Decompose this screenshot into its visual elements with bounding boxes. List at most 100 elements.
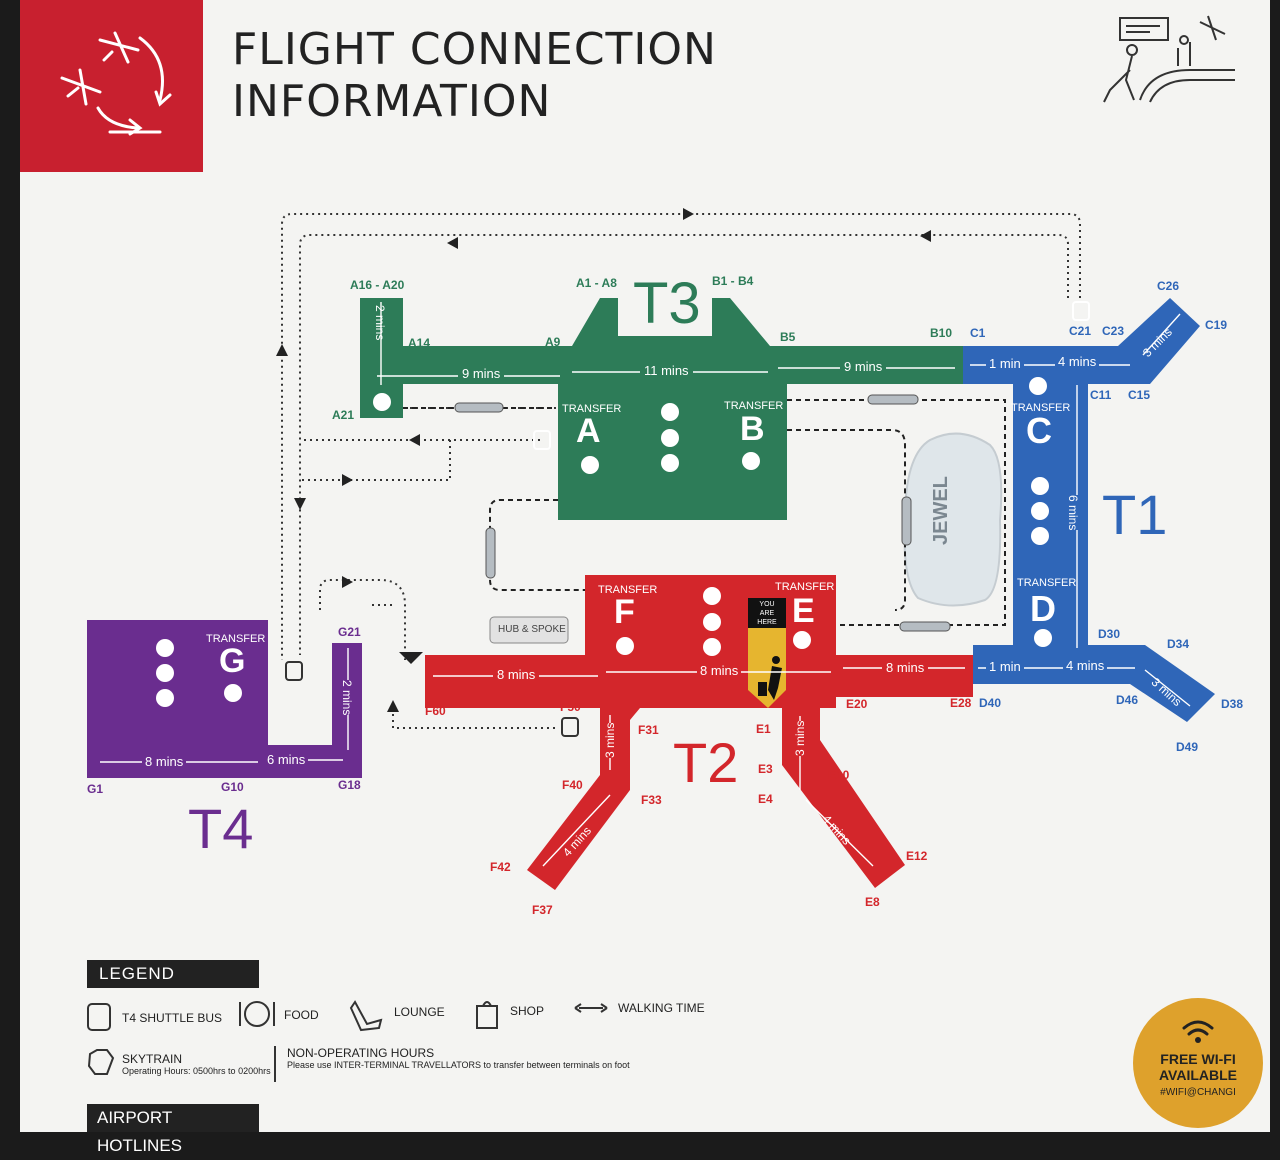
walk-time: 11 mins <box>640 363 693 378</box>
walk-time: 3 mins <box>793 720 807 756</box>
gate-label: D46 <box>1116 693 1139 707</box>
food-icon <box>244 1001 270 1027</box>
gate-label: E20 <box>846 697 868 711</box>
legend-non-operating: NON-OPERATING HOURS Please use INTER-TER… <box>287 1046 630 1070</box>
transfer-letter-g: G <box>219 642 246 680</box>
gate-label: G18 <box>338 778 361 792</box>
gate-label: F50 <box>560 700 581 714</box>
terminal-map <box>87 208 1215 890</box>
walk-time: 8 mins <box>142 754 187 769</box>
gate-label: F60 <box>425 704 446 718</box>
walk-time: 8 mins <box>697 663 742 678</box>
brand-panel <box>20 0 203 172</box>
service-icons <box>156 377 1052 707</box>
walk-time: 6 mins <box>1066 495 1080 531</box>
gate-label: A9 <box>545 335 561 349</box>
gate-label: F31 <box>638 723 659 737</box>
legend-lounge-label: LOUNGE <box>394 1005 445 1019</box>
gate-label: B5 <box>780 330 796 344</box>
gate-label: C15 <box>1128 388 1151 402</box>
walk-time: 6 mins <box>264 752 309 767</box>
gate-label: C11 <box>1090 388 1112 402</box>
transfer-label-e: TRANSFER <box>775 581 835 593</box>
shuttle-bus-icons <box>285 301 1090 737</box>
you-are-here-box <box>748 598 786 628</box>
walk-time: 8 mins <box>493 667 540 682</box>
traveller-figure <box>758 656 782 700</box>
title-line-1: FLIGHT CONNECTION <box>232 24 717 75</box>
gate-label: E8 <box>865 895 880 909</box>
transfer-label-d: TRANSFER <box>1017 577 1077 589</box>
legend-shuttle-label: T4 SHUTTLE BUS <box>122 1011 223 1025</box>
gate-label: D30 <box>1098 627 1121 641</box>
transfer-label-c: TRANSFER <box>1011 402 1071 414</box>
gate-label: A16 - A20 <box>350 278 405 292</box>
legend-icons <box>87 1000 608 1082</box>
gate-label: D38 <box>1221 697 1244 711</box>
t4-terminal <box>87 620 362 778</box>
gate-label: G10 <box>221 780 244 794</box>
wifi-line-2: AVAILABLE <box>1158 1067 1238 1083</box>
hub-spoke-label: HUB & SPOKE <box>498 624 566 635</box>
walk-time: 3 mins <box>603 722 617 758</box>
legend-non-op-note: Please use INTER-TERMINAL TRAVELLATORS t… <box>287 1060 630 1070</box>
gate-label: D49 <box>1176 740 1199 754</box>
gate-label: A1 - A8 <box>576 276 617 290</box>
walk-time: 8 mins <box>882 660 929 675</box>
legend-shop-label: SHOP <box>510 1004 545 1018</box>
gate-label: C19 <box>1205 318 1228 332</box>
t2-terminal <box>425 575 973 890</box>
transfer-letter-f: F <box>614 593 635 631</box>
walk-time: 9 mins <box>458 366 505 381</box>
traveller-arrival-icon <box>1103 15 1235 103</box>
transfer-letter-e: E <box>792 592 815 630</box>
skytrain-icon <box>87 1049 115 1075</box>
transfer-letter-b: B <box>740 410 765 448</box>
gate-label: D40 <box>979 696 1002 710</box>
gate-label: C21 <box>1069 324 1092 338</box>
legend-skytrain: SKYTRAIN Operating Hours: 0500hrs to 020… <box>122 1052 271 1076</box>
shop-icon <box>476 1001 498 1029</box>
walk-time: 2 mins <box>340 680 354 716</box>
walk-time: 4 mins <box>1063 658 1108 673</box>
gate-label: E12 <box>906 849 928 863</box>
t1-terminal <box>963 298 1215 722</box>
transfer-label-f: TRANSFER <box>598 584 658 596</box>
gate-label: A14 <box>408 336 431 350</box>
gate-label: E1 <box>756 722 771 736</box>
walking-time-icon <box>574 1003 608 1013</box>
transfer-letter-a: A <box>576 412 601 450</box>
gate-label: B1 - B4 <box>712 274 754 288</box>
transfer-letter-d: D <box>1030 588 1056 629</box>
wifi-tag: #WIFI@CHANGI <box>1160 1087 1236 1098</box>
plane-connection-icon <box>60 31 172 136</box>
gate-label: C23 <box>1102 324 1125 338</box>
title-line-2: INFORMATION <box>232 76 552 127</box>
page-title: FLIGHT CONNECTION INFORMATION <box>232 24 717 128</box>
gate-label: F37 <box>532 903 553 917</box>
transfer-label-a: TRANSFER <box>562 403 622 415</box>
walk-time: 1 min <box>986 356 1024 371</box>
legend-walking-label: WALKING TIME <box>618 1001 705 1015</box>
gate-label: E3 <box>758 762 773 776</box>
legend-skytrain-hours: Operating Hours: 0500hrs to 0200hrs <box>122 1066 271 1076</box>
wifi-icon <box>1182 1020 1214 1043</box>
legend-food-label: FOOD <box>284 1008 319 1022</box>
skytrain-cars <box>454 394 951 632</box>
terminal-label-t1: T1 <box>1102 483 1168 546</box>
gate-label: E4 <box>758 792 773 806</box>
gate-label: A21 <box>332 408 355 422</box>
legend-skytrain-label: SKYTRAIN <box>122 1052 183 1066</box>
gate-label: C1 <box>970 326 986 340</box>
walk-time: 2 mins <box>373 305 387 341</box>
wifi-badge: FREE WI-FI AVAILABLE #WIFI@CHANGI <box>1133 998 1263 1128</box>
gate-label: F33 <box>641 793 662 807</box>
transfer-letter-c: C <box>1026 410 1052 451</box>
gate-label: F40 <box>562 778 583 792</box>
hub-spoke-box <box>489 616 569 644</box>
gate-label: F42 <box>490 860 511 874</box>
legend-heading: LEGEND <box>87 960 259 988</box>
gate-label: E10 <box>828 768 850 782</box>
legend-non-op-label: NON-OPERATING HOURS <box>287 1046 435 1060</box>
jewel-label: JEWEL <box>930 476 952 545</box>
